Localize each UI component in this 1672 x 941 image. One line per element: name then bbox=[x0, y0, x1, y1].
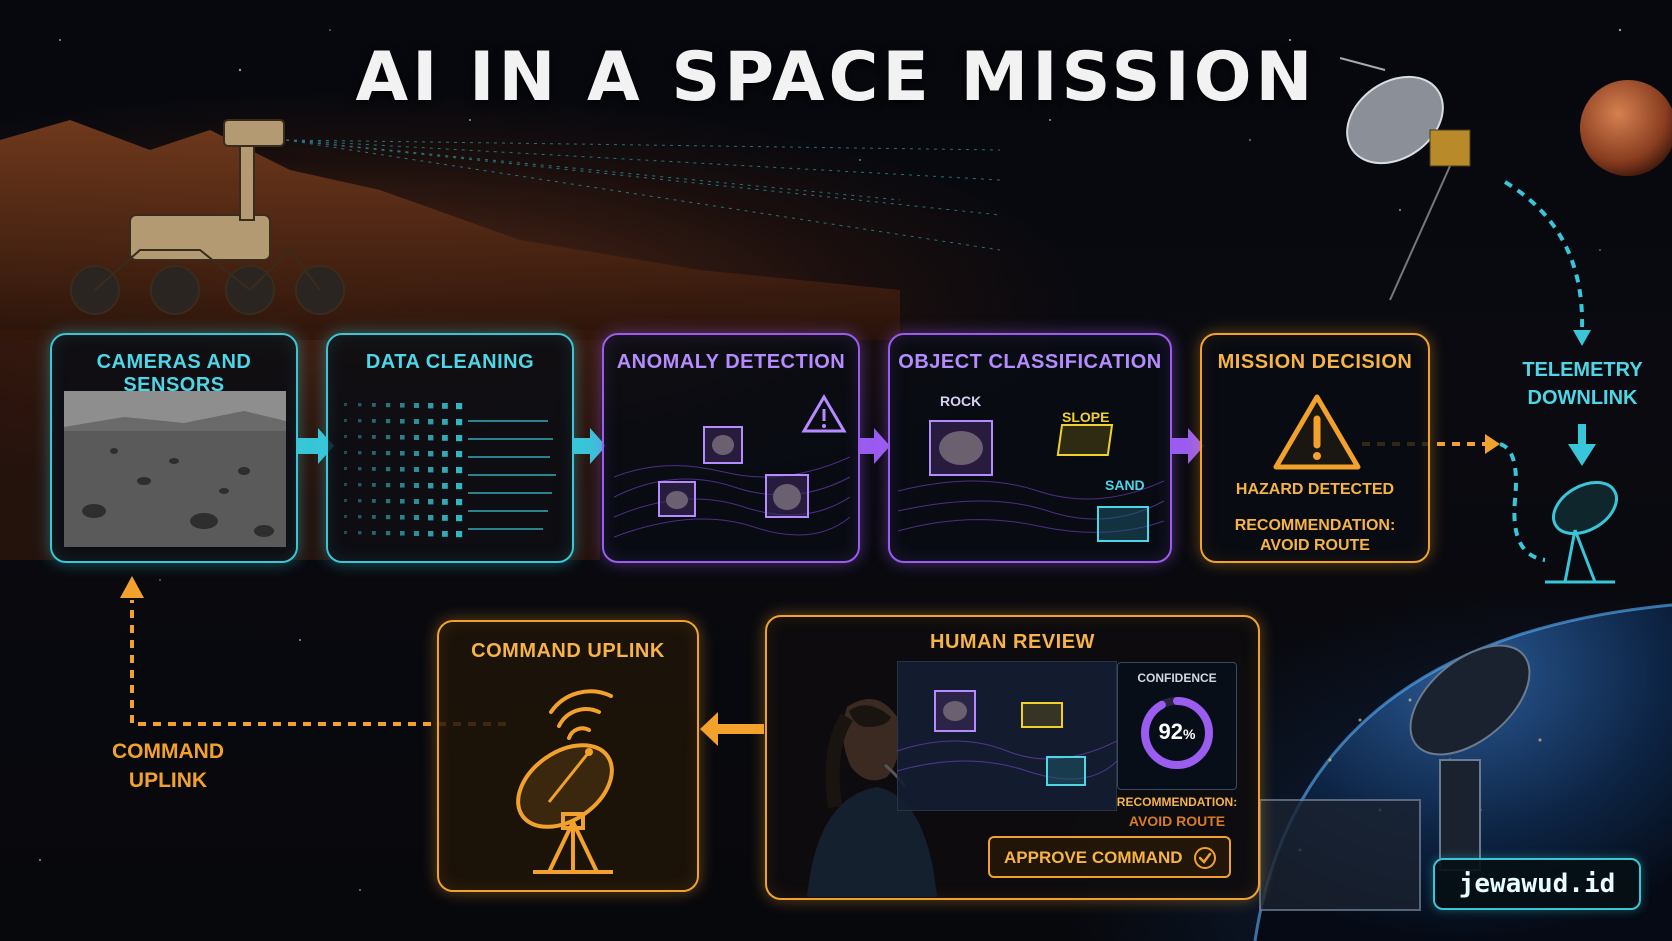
rover bbox=[70, 119, 345, 315]
telemetry-line1: TELEMETRY bbox=[1522, 359, 1643, 381]
anomaly-graphic bbox=[614, 394, 850, 538]
hazard-warning-icon bbox=[1273, 394, 1361, 470]
panel-mission-decision: MISSION DECISION HAZARD DETECTED RECOMME… bbox=[1200, 333, 1430, 563]
panel-command-uplink: COMMAND UPLINK bbox=[437, 620, 699, 892]
arrow-icon bbox=[574, 428, 606, 464]
ground-antenna bbox=[1259, 644, 1531, 911]
panel-title: CAMERAS AND SENSORS bbox=[96, 351, 252, 396]
review-recommendation-value: AVOID ROUTE bbox=[1128, 813, 1226, 829]
command-uplink-label: COMMAND UPLINK bbox=[98, 737, 238, 795]
page-title: AI IN A SPACE MISSION bbox=[355, 38, 1317, 117]
command-line2: UPLINK bbox=[128, 769, 208, 792]
brand-badge: jewawud.id bbox=[1433, 858, 1641, 910]
recommendation-value: AVOID ROUTE bbox=[1260, 537, 1370, 554]
confidence-box: CONFIDENCE 92% bbox=[1117, 662, 1237, 790]
mars-terrain bbox=[0, 120, 900, 340]
data-grid-graphic bbox=[344, 403, 556, 538]
panel-object-classification: OBJECT CLASSIFICATION ROCK SLOPE SAND bbox=[888, 333, 1172, 563]
confidence-gauge bbox=[1141, 697, 1213, 769]
classification-graphic bbox=[898, 420, 1164, 542]
panel-data-cleaning: DATA CLEANING bbox=[326, 333, 574, 563]
panel-anomaly-detection: ANOMALY DETECTION bbox=[602, 333, 860, 563]
telemetry-line2: DOWNLINK bbox=[1527, 387, 1638, 409]
uplink-dish-icon bbox=[516, 689, 614, 874]
approve-label: APPROVE COMMAND bbox=[1004, 848, 1183, 867]
panel-title: COMMAND UPLINK bbox=[471, 640, 665, 662]
label-sand: SAND bbox=[1105, 477, 1145, 493]
label-slope: SLOPE bbox=[1062, 409, 1110, 425]
arrow-icon bbox=[1172, 428, 1204, 464]
panel-title: OBJECT CLASSIFICATION bbox=[898, 351, 1162, 373]
confidence-number: 92 bbox=[1158, 719, 1184, 744]
recommendation-label: RECOMMENDATION: bbox=[1234, 517, 1396, 534]
telemetry-downlink-label: TELEMETRY DOWNLINK bbox=[1510, 356, 1655, 412]
mars-planet bbox=[1580, 80, 1672, 176]
confidence-unit: % bbox=[1183, 726, 1196, 742]
check-circle-icon bbox=[1194, 847, 1216, 869]
satellite bbox=[1339, 57, 1471, 301]
panel-title: MISSION DECISION bbox=[1217, 351, 1413, 373]
command-line1: COMMAND bbox=[112, 740, 224, 763]
stars bbox=[39, 28, 1622, 891]
approve-command-button[interactable]: APPROVE COMMAND bbox=[988, 836, 1231, 878]
terrain-photo bbox=[64, 391, 286, 547]
arrow-icon bbox=[858, 428, 890, 464]
panel-title: HUMAN REVIEW bbox=[930, 631, 1095, 653]
review-screen bbox=[897, 661, 1117, 811]
arrow-icon bbox=[298, 428, 334, 464]
confidence-value: 92% bbox=[1118, 719, 1236, 745]
panel-cameras-and-sensors: CAMERAS AND SENSORS bbox=[50, 333, 298, 563]
hazard-status: HAZARD DETECTED bbox=[1235, 481, 1395, 498]
panel-title: ANOMALY DETECTION bbox=[616, 351, 846, 373]
label-rock: ROCK bbox=[940, 393, 982, 409]
data-beam bbox=[285, 139, 1001, 251]
warning-icon bbox=[801, 394, 847, 433]
review-recommendation-label: RECOMMENDATION: bbox=[1116, 795, 1238, 809]
confidence-label: CONFIDENCE bbox=[1137, 671, 1217, 685]
operator bbox=[807, 699, 937, 897]
panel-title: DATA CLEANING bbox=[365, 351, 535, 373]
telemetry-dish-icon bbox=[1545, 480, 1618, 584]
